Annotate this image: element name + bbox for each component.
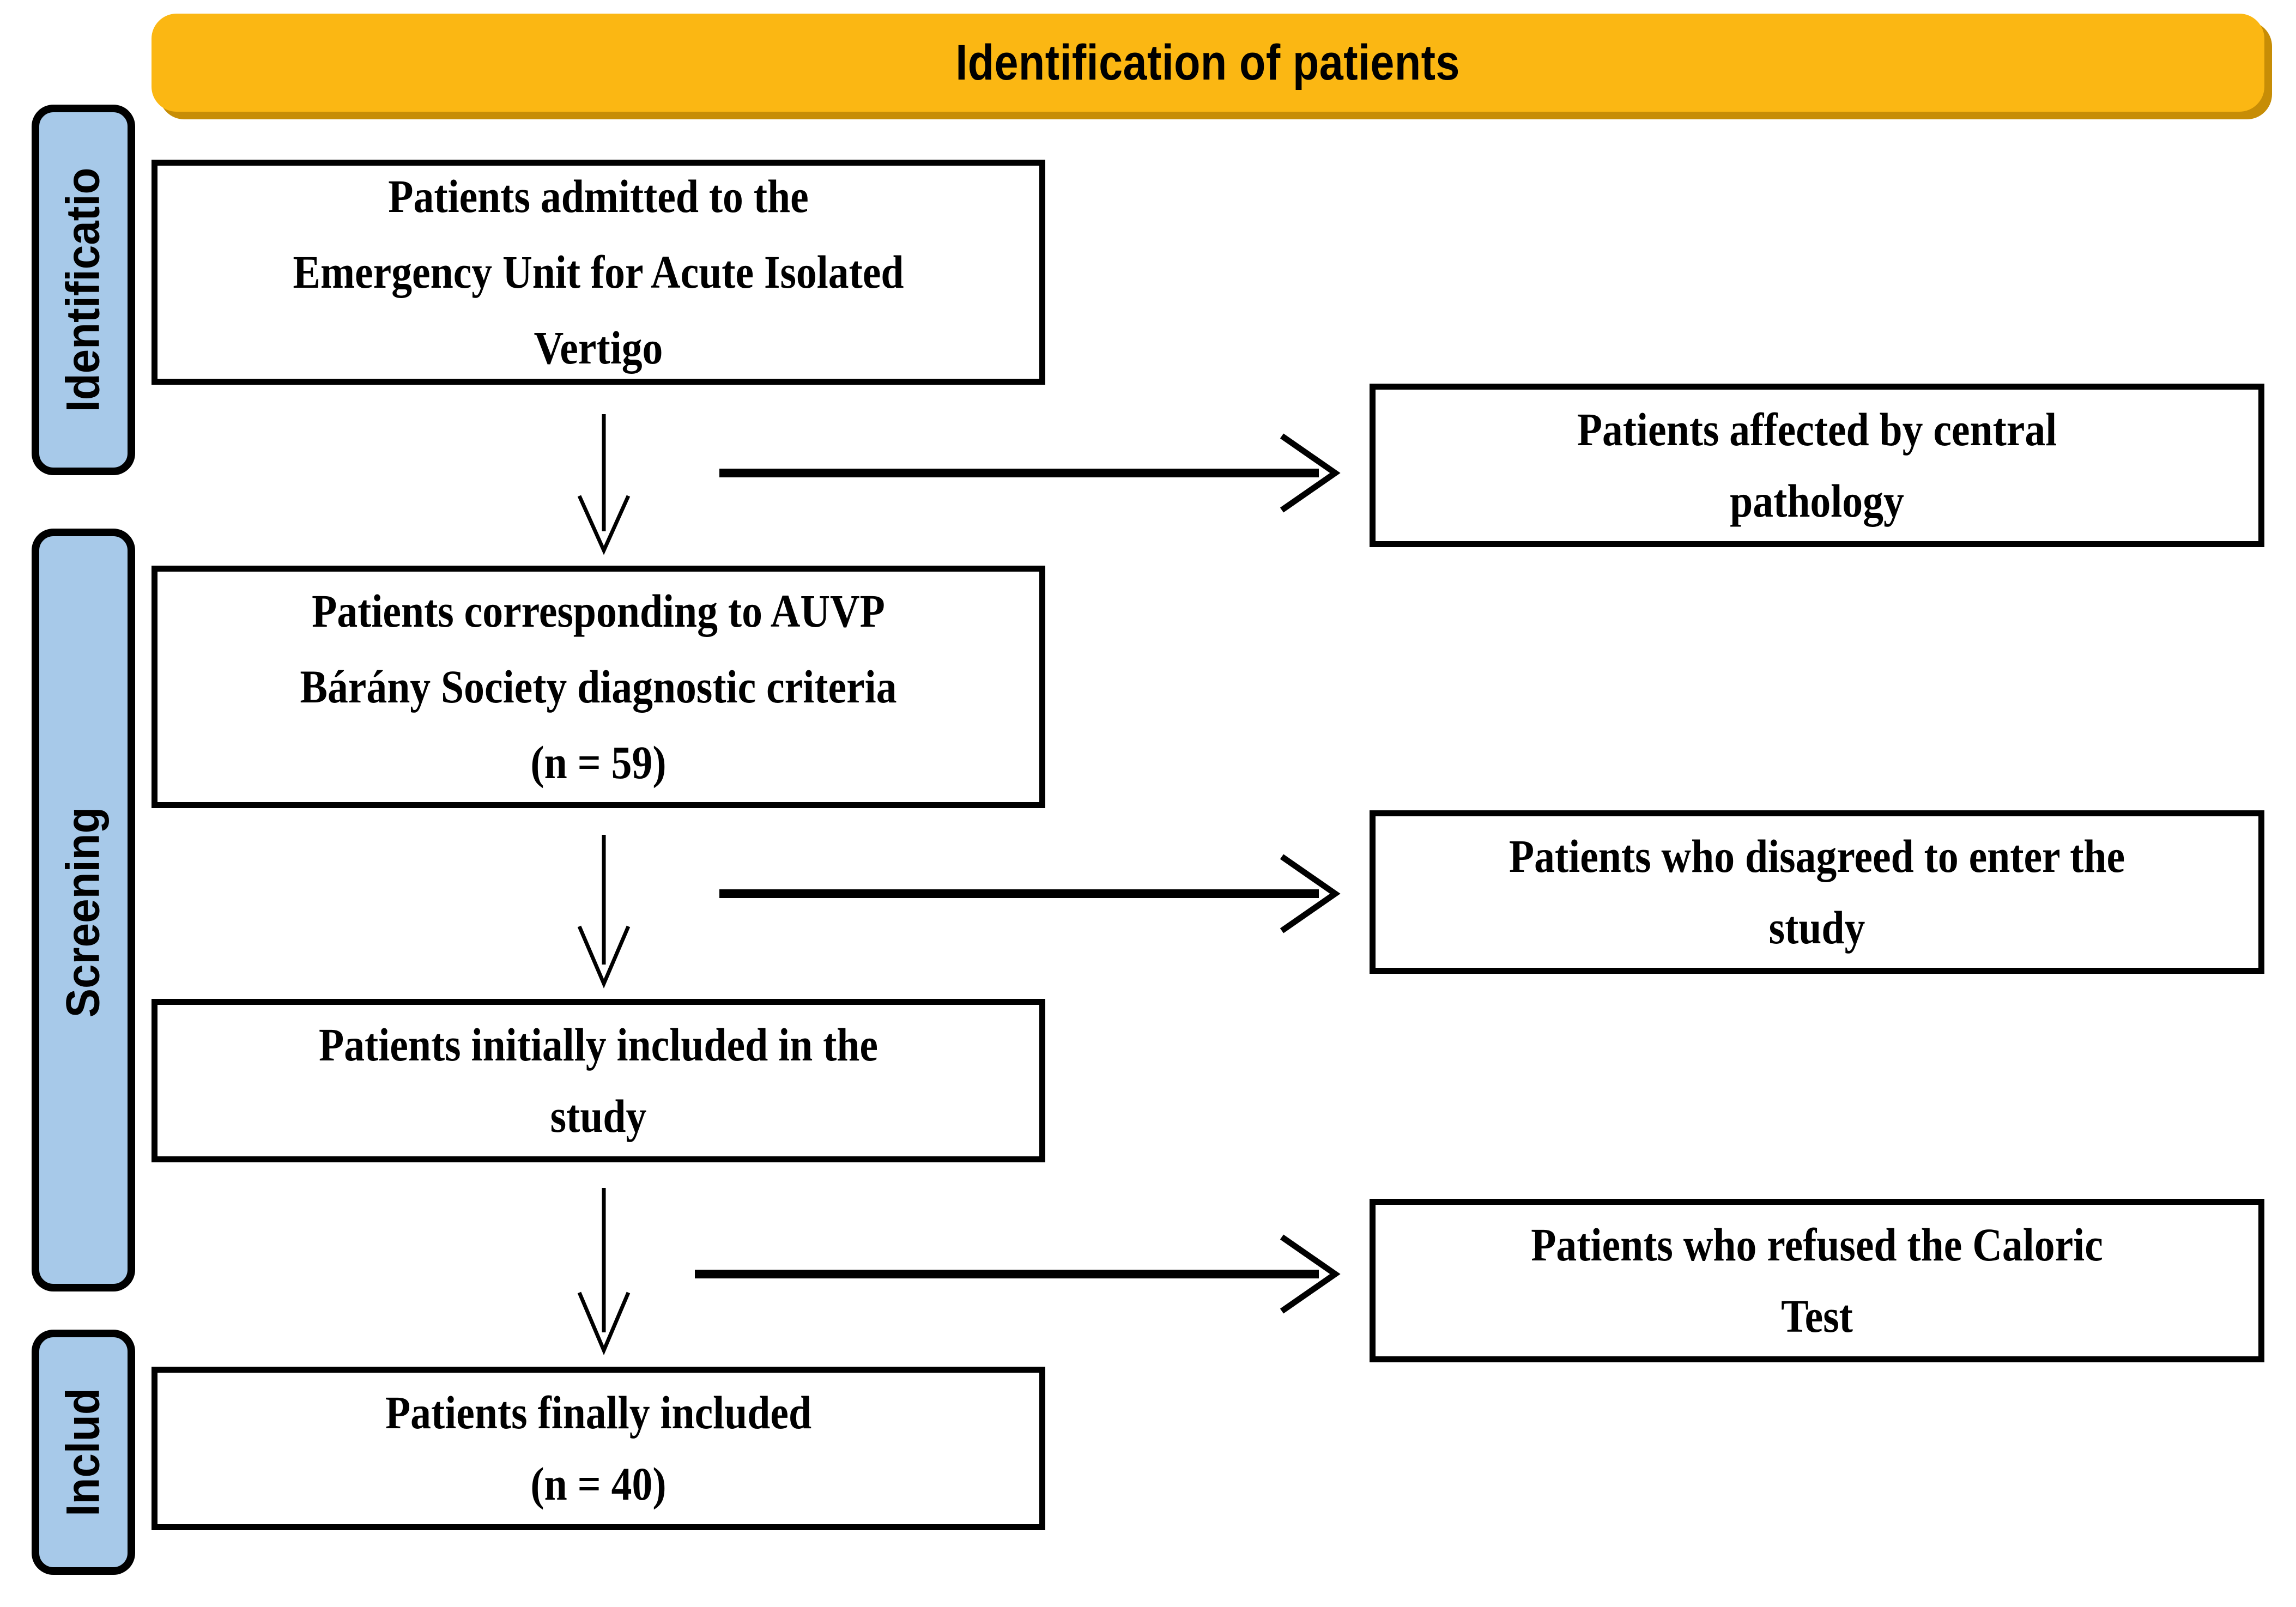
flow-box-patients-admitted-text: Patients admitted to the Emergency Unit … — [210, 166, 986, 379]
arrow-right-to-refused — [695, 1234, 1341, 1314]
stage-rail-inclusion-label: Includ — [57, 1388, 110, 1517]
flow-box-refused-caloric-test: Patients who refused the Caloric Test — [1370, 1199, 2264, 1362]
stage-rail-screening: Screening — [32, 529, 135, 1291]
flow-box-auvp-criteria-text: Patients corresponding to AUVP Bárány So… — [210, 573, 986, 801]
flow-line: Patients corresponding to AUVP — [312, 584, 885, 637]
flow-box-auvp-criteria: Patients corresponding to AUVP Bárány So… — [152, 566, 1045, 808]
flow-line: Patients affected by central — [1577, 403, 2057, 456]
flow-line-count: (n = 59) — [530, 736, 667, 789]
flow-box-disagreed-to-enter-text: Patients who disagreed to enter the stud… — [1428, 821, 2206, 963]
flow-line: Bárány Society diagnostic criteria — [300, 660, 897, 713]
flow-box-disagreed-to-enter: Patients who disagreed to enter the stud… — [1370, 810, 2264, 974]
flow-line: Vertigo — [534, 322, 663, 374]
flow-line: pathology — [1730, 475, 1904, 527]
flow-box-initially-included-text: Patients initially included in the study — [210, 1009, 986, 1151]
flow-line: Patients finally included — [385, 1386, 812, 1439]
flow-line: Patients who refused the Caloric — [1531, 1218, 2103, 1271]
arrow-down-initial-to-final — [577, 1188, 631, 1355]
arrow-down-criteria-to-initial — [577, 835, 631, 989]
stage-rail-identification: Identificatio — [32, 105, 135, 475]
stage-rail-inclusion: Includ — [32, 1330, 135, 1575]
stage-rail-identification-label: Identificatio — [57, 167, 110, 413]
identification-banner: Identification of patients — [152, 14, 2264, 112]
flow-box-initially-included: Patients initially included in the study — [152, 999, 1045, 1162]
flow-line: Patients admitted to the — [388, 169, 809, 222]
flow-line: Patients initially included in the — [318, 1018, 878, 1071]
flow-box-central-pathology: Patients affected by central pathology — [1370, 384, 2264, 547]
flow-box-finally-included: Patients finally included (n = 40) — [152, 1367, 1045, 1530]
arrow-down-admitted-to-criteria — [577, 414, 631, 555]
arrow-right-to-disagreed — [719, 854, 1341, 933]
stage-rail-screening-label: Screening — [57, 806, 110, 1018]
flow-box-finally-included-text: Patients finally included (n = 40) — [210, 1377, 986, 1519]
flow-box-central-pathology-text: Patients affected by central pathology — [1428, 394, 2206, 536]
flow-box-refused-caloric-test-text: Patients who refused the Caloric Test — [1428, 1209, 2206, 1351]
banner-title: Identification of patients — [955, 34, 1461, 90]
flow-line: Patients who disagreed to enter the — [1509, 830, 2125, 883]
flow-box-patients-admitted: Patients admitted to the Emergency Unit … — [152, 160, 1045, 385]
flow-line: study — [1768, 901, 1865, 954]
flow-line: Emergency Unit for Acute Isolated — [293, 245, 904, 298]
flow-line-count: (n = 40) — [530, 1458, 667, 1510]
flow-line: Test — [1781, 1290, 1853, 1342]
arrow-right-to-central-pathology — [719, 433, 1341, 513]
flow-line: study — [550, 1090, 647, 1142]
